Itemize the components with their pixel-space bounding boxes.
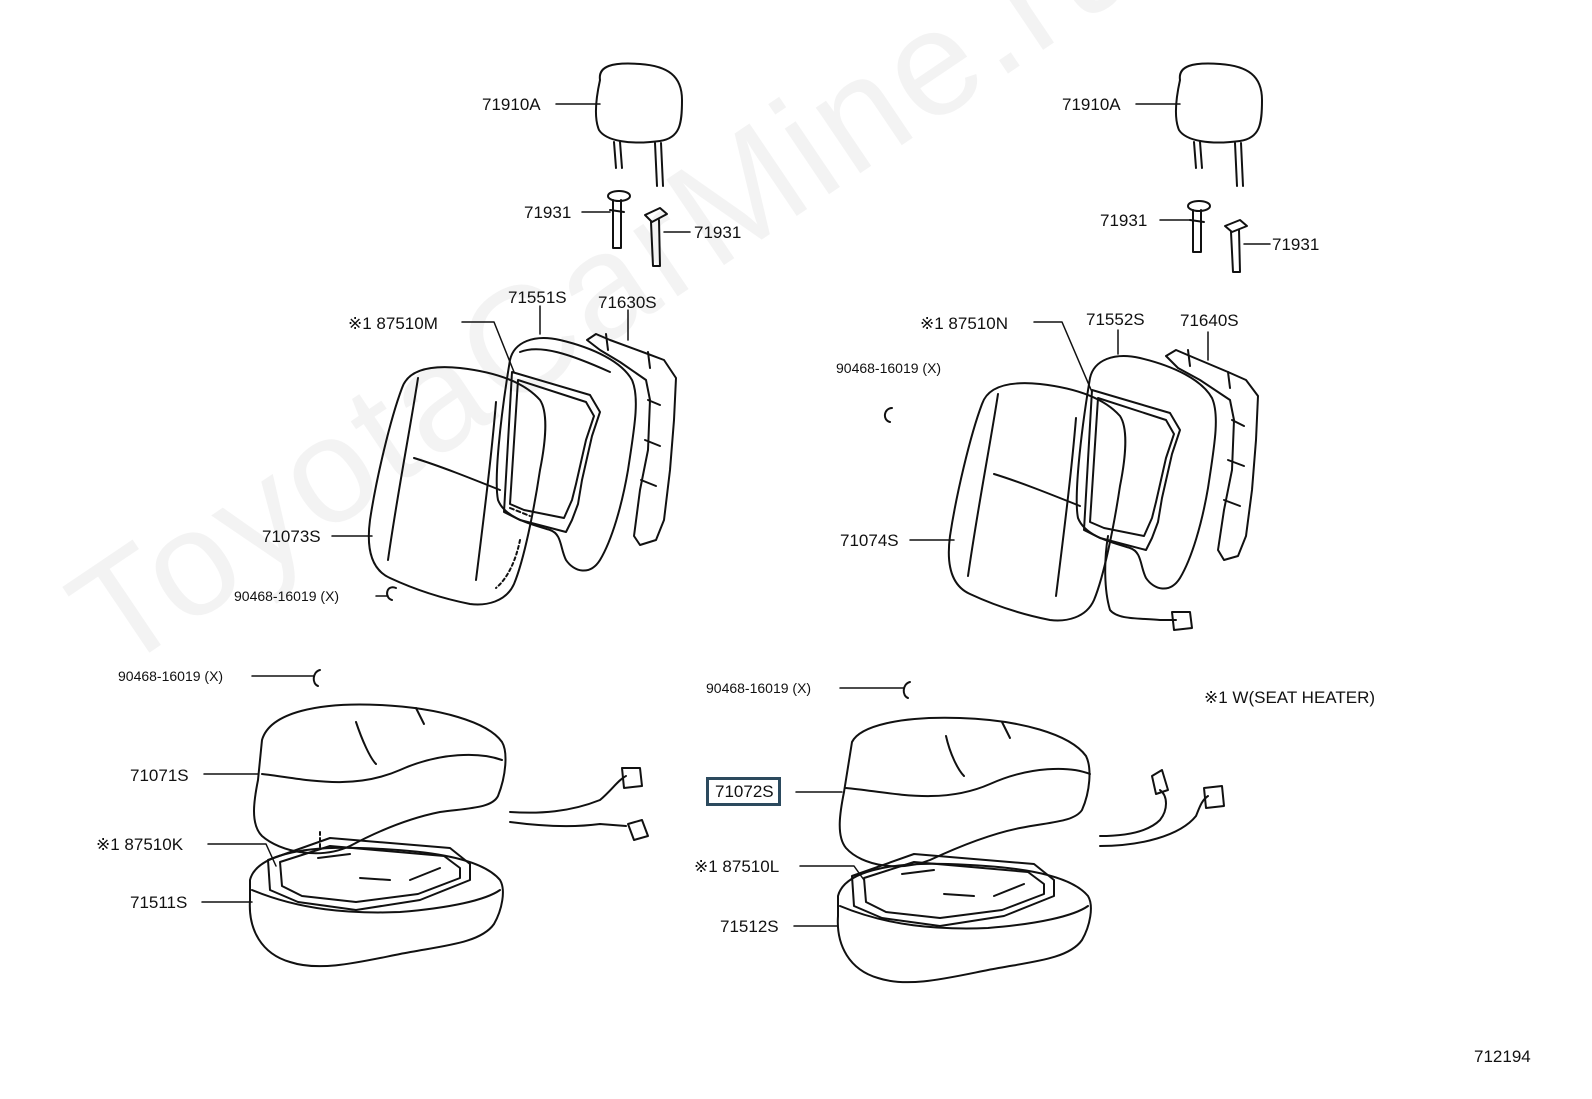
diagram-id: 712194 xyxy=(1474,1047,1531,1066)
label-left-back-frame: 71630S xyxy=(598,293,657,312)
label-right-cushion-heater: ※1 87510L xyxy=(694,857,780,876)
left-back-pad xyxy=(495,337,637,572)
label-right-back-heater: ※1 87510N xyxy=(920,314,1008,333)
label-right-cushion-ring: 90468-16019 (X) xyxy=(706,680,812,696)
label-left-headrest: 71910A xyxy=(482,95,541,114)
label-left-guide-a: 71931 xyxy=(524,203,572,222)
seat-heater-note: ※1 W(SEAT HEATER) xyxy=(1204,688,1376,707)
label-left-guide-b: 71931 xyxy=(694,223,742,242)
label-right-headrest: 71910A xyxy=(1062,95,1121,114)
right-headrest-guides xyxy=(1187,200,1248,273)
label-left-back-pad: 71551S xyxy=(508,288,567,307)
label-right-cushion-pad: 71512S xyxy=(720,917,779,936)
label-right-back-pad: 71552S xyxy=(1086,310,1145,329)
right-back-heater xyxy=(1083,389,1181,551)
label-left-back-ring: 90468-16019 (X) xyxy=(234,588,340,604)
label-right-guide-a: 71931 xyxy=(1100,211,1148,230)
label-left-cushion-pad: 71511S xyxy=(130,893,188,912)
right-cushion-cover xyxy=(838,716,1225,868)
label-left-cushion-ring: 90468-16019 (X) xyxy=(118,668,224,684)
label-left-back-cover: 71073S xyxy=(262,527,321,546)
right-back-frame xyxy=(1165,349,1259,561)
left-cushion-cover xyxy=(253,703,649,855)
right-back-cover xyxy=(947,382,1193,631)
right-back-pad xyxy=(1075,355,1217,590)
label-right-back-frame: 71640S xyxy=(1180,311,1239,330)
hog-rings xyxy=(312,407,911,699)
left-back-cover xyxy=(367,366,547,606)
label-right-guide-b: 71931 xyxy=(1272,235,1320,254)
right-headrest xyxy=(1175,62,1263,187)
label-left-cushion-cover: 71071S xyxy=(130,766,189,785)
left-headrest xyxy=(595,62,683,187)
right-cushion-heater xyxy=(851,853,1055,927)
left-back-heater xyxy=(503,371,601,533)
left-back-frame xyxy=(586,333,677,546)
label-right-back-ring: 90468-16019 (X) xyxy=(836,360,942,376)
left-cushion-heater xyxy=(267,831,471,911)
label-left-cushion-heater: ※1 87510K xyxy=(96,835,184,854)
label-right-cushion-cover-highlighted[interactable]: 71072S xyxy=(706,777,781,806)
leader-lines xyxy=(201,103,1271,927)
right-cushion-pad xyxy=(836,862,1092,984)
label-left-back-heater: ※1 87510M xyxy=(348,314,438,333)
label-right-back-cover: 71074S xyxy=(840,531,899,550)
left-cushion-pad xyxy=(248,846,504,968)
left-headrest-guides xyxy=(607,190,668,267)
